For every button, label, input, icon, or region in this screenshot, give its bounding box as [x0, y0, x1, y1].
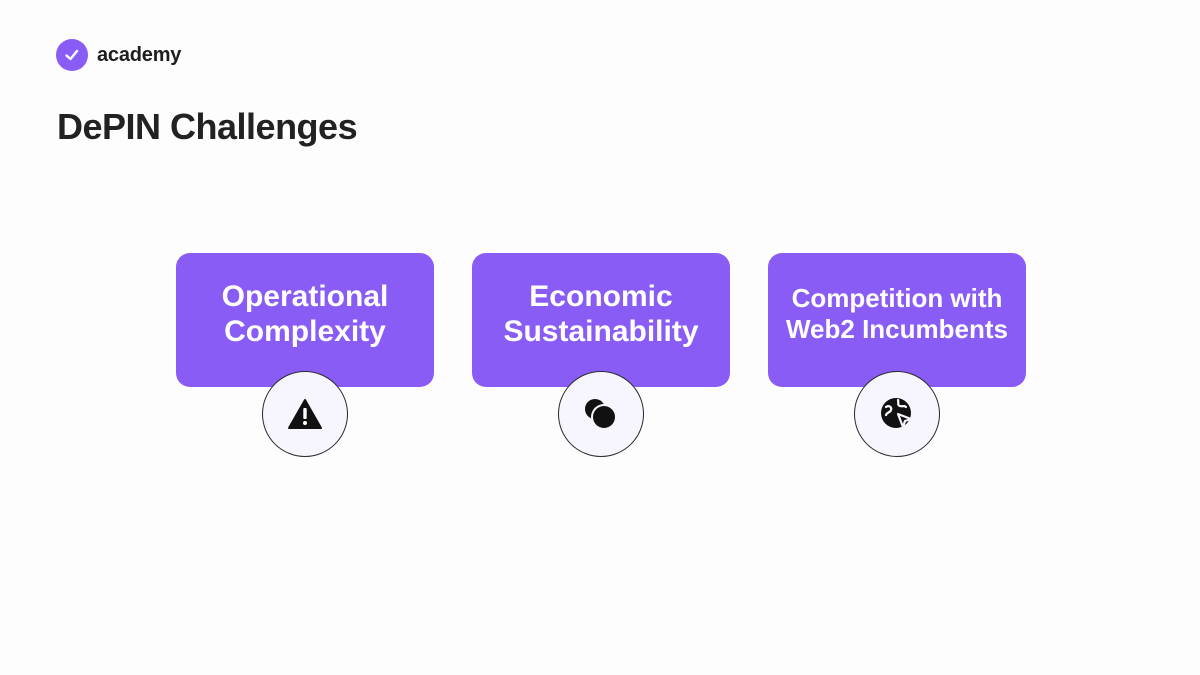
brand-logo: academy [56, 39, 181, 71]
checkmark-logo-icon [56, 39, 88, 71]
globe-cursor-icon [854, 371, 940, 457]
challenge-label: Economic Sustainability [503, 280, 699, 348]
challenge-card-competition-web2: Competition with Web2 Incumbents [768, 253, 1026, 387]
brand-name: academy [97, 43, 182, 66]
warning-icon [262, 371, 348, 457]
challenge-label: Operational Complexity [221, 280, 389, 348]
coins-icon [558, 371, 644, 457]
challenge-label: Competition with Web2 Incumbents [785, 283, 1008, 344]
challenge-card-operational-complexity: Operational Complexity [176, 253, 434, 387]
challenge-card-economic-sustainability: Economic Sustainability [472, 253, 730, 387]
page-title: DePIN Challenges [57, 106, 358, 147]
